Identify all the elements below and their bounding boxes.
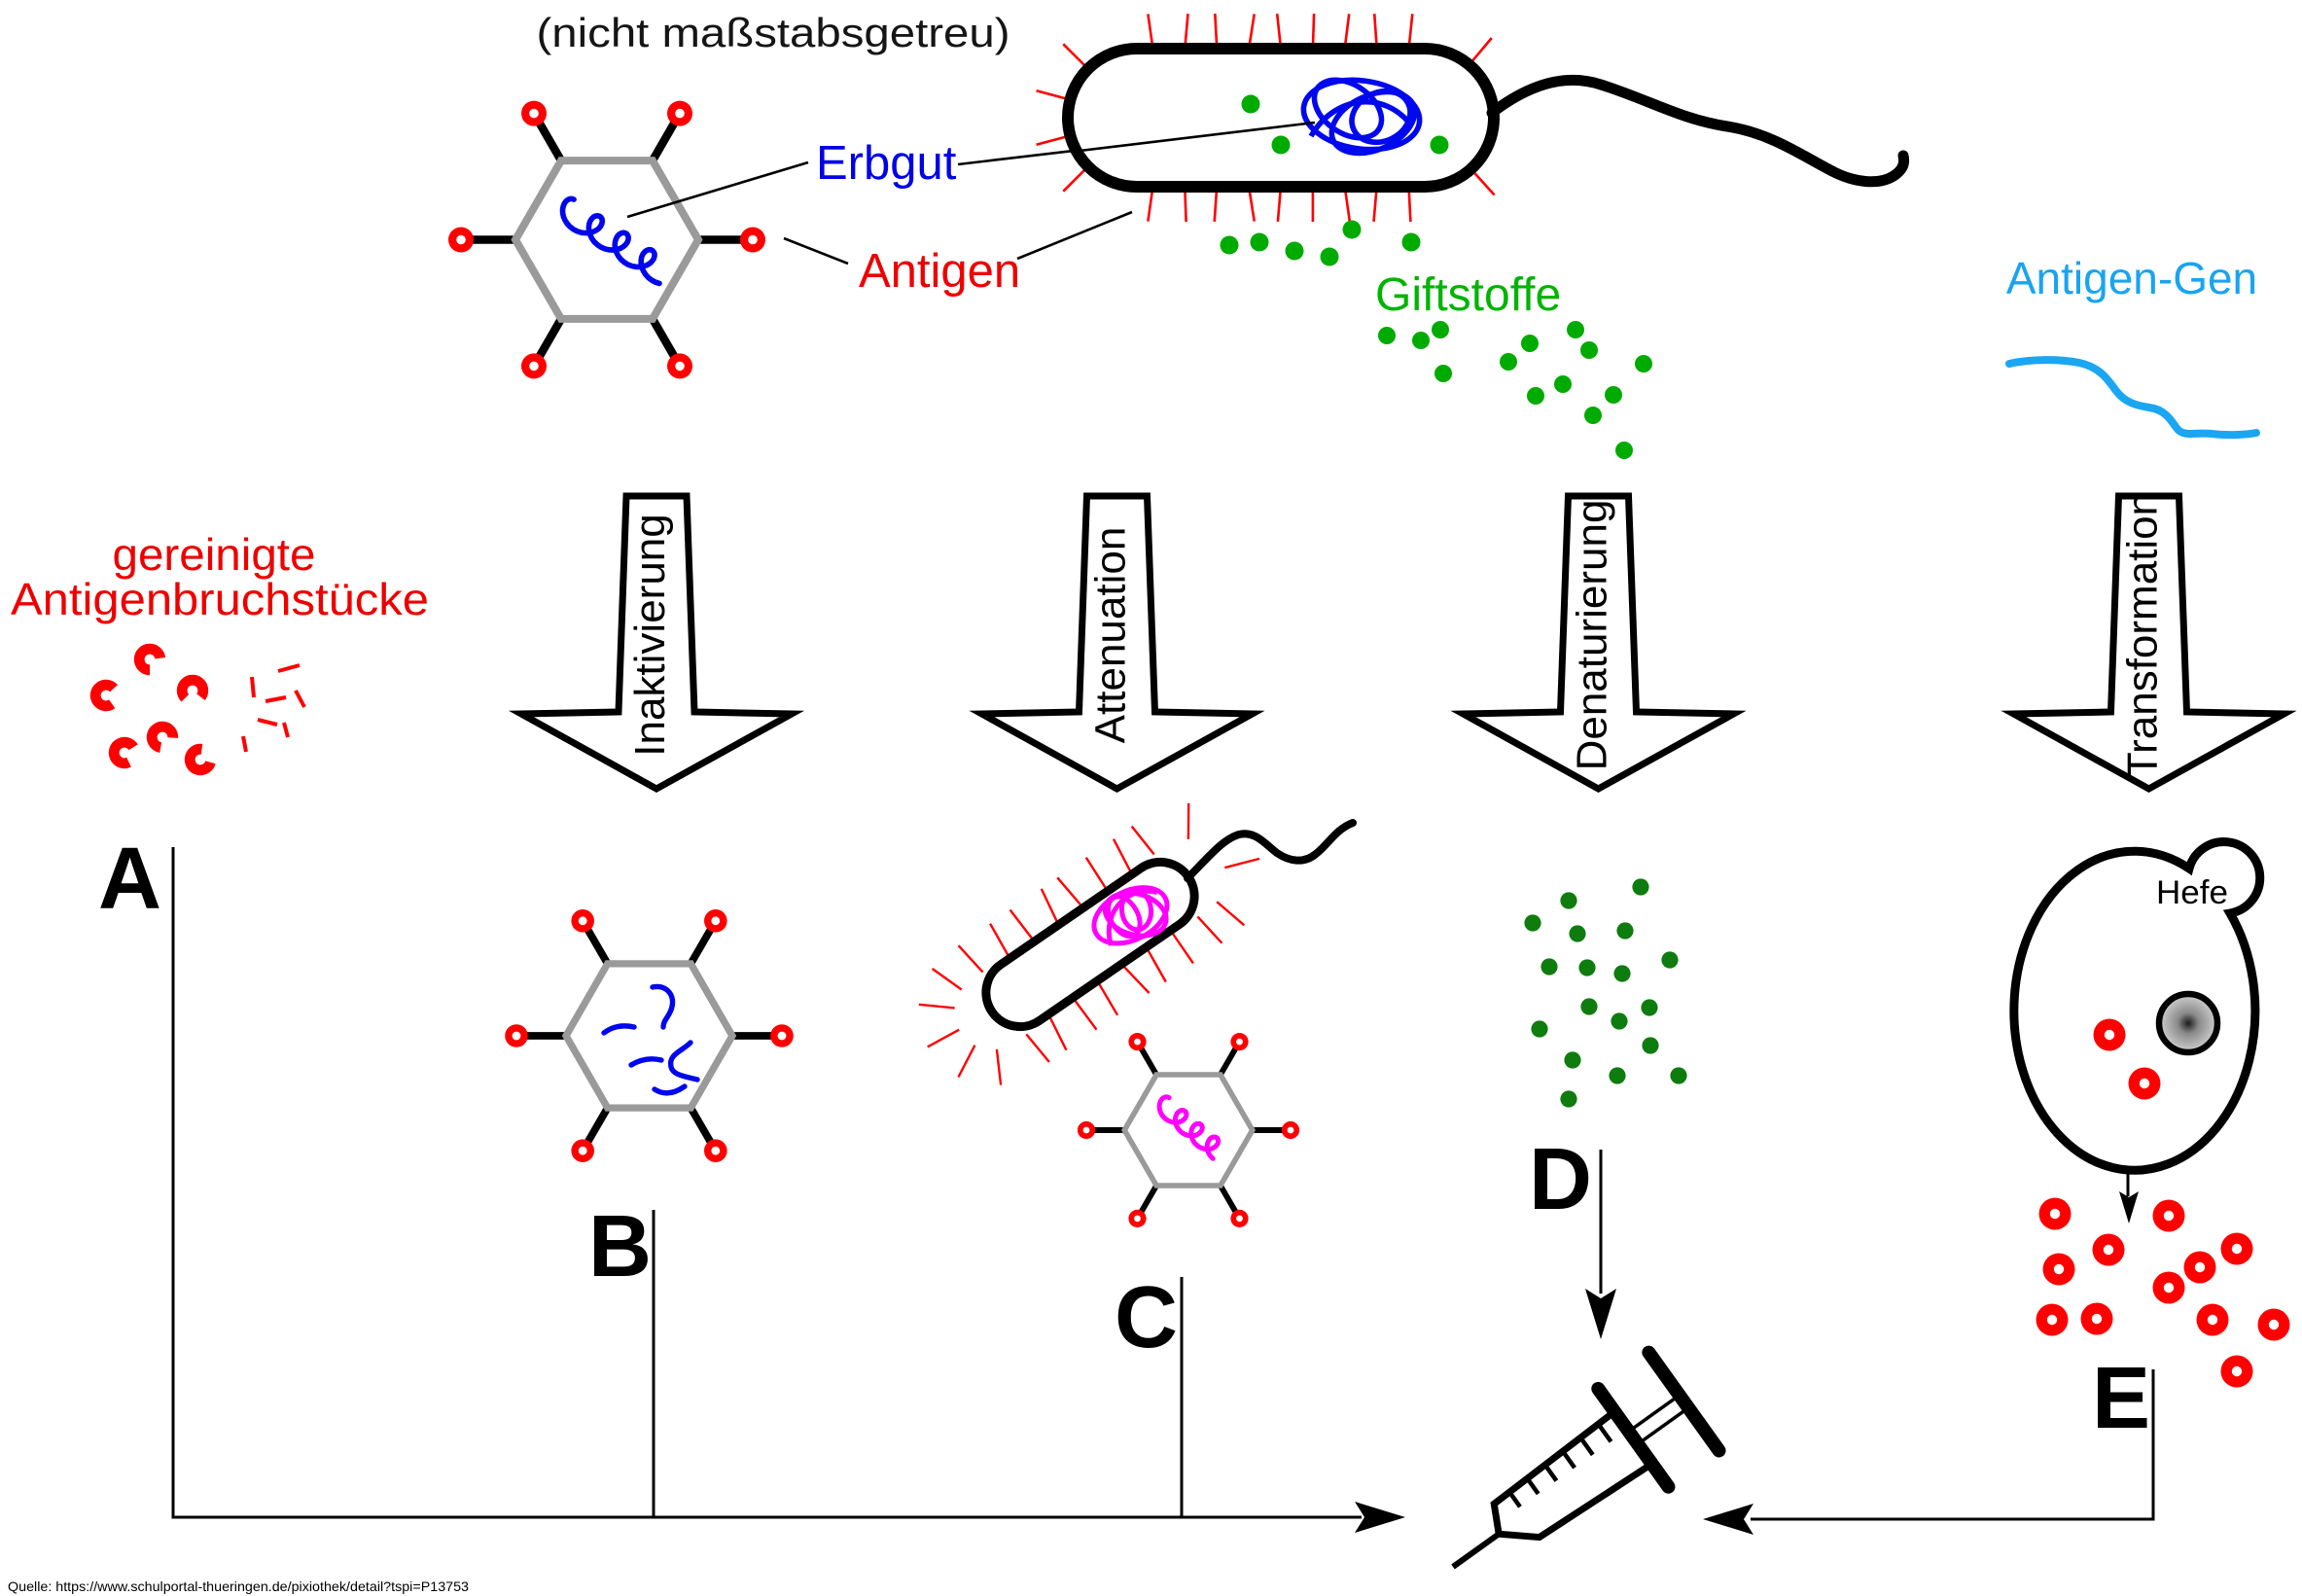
svg-text:E: E — [2092, 1350, 2150, 1447]
svg-text:A: A — [98, 831, 161, 928]
svg-text:C: C — [1115, 1269, 1178, 1366]
svg-text:(nicht maßstabsgetreu): (nicht maßstabsgetreu) — [537, 10, 1010, 55]
svg-text:Antigenbruchstücke: Antigenbruchstücke — [11, 574, 429, 624]
svg-text:Antigen-Gen: Antigen-Gen — [2006, 253, 2257, 303]
svg-text:D: D — [1529, 1131, 1592, 1228]
svg-text:B: B — [588, 1198, 652, 1295]
svg-text:gereinigte: gereinigte — [113, 529, 316, 580]
svg-text:Attenuation: Attenuation — [1087, 527, 1135, 744]
svg-text:Erbgut: Erbgut — [816, 137, 957, 190]
svg-text:Giftstoffe: Giftstoffe — [1375, 269, 1561, 321]
svg-text:Denaturierung: Denaturierung — [1569, 500, 1616, 771]
svg-text:Transformation: Transformation — [2119, 492, 2167, 778]
svg-text:Quelle: https://www.schulporta: Quelle: https://www.schulportal-thuering… — [8, 1578, 469, 1594]
svg-text:Inaktivierung: Inaktivierung — [626, 514, 674, 756]
svg-text:Hefe: Hefe — [2156, 874, 2228, 911]
svg-text:Antigen: Antigen — [859, 245, 1020, 298]
